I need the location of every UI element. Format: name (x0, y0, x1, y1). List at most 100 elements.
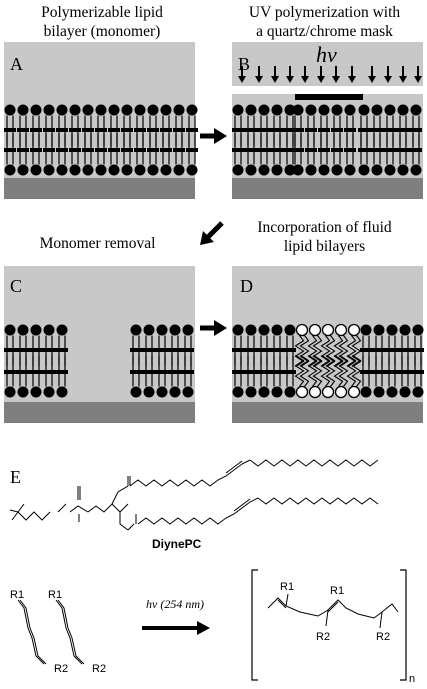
lipid-head (245, 324, 257, 336)
diyne-bar (43, 148, 55, 152)
svg-text:R1: R1 (330, 585, 344, 597)
diyne-bar (186, 148, 198, 152)
polymer-link (281, 370, 286, 374)
diyne-bar (169, 348, 181, 352)
polymer-link (268, 128, 273, 132)
lipid-head (245, 104, 257, 116)
diyne-bar (182, 348, 194, 352)
diyne-bar (56, 348, 68, 352)
lipid-head (284, 164, 296, 176)
diyne-bar (4, 148, 16, 152)
fluid-lipid-tail (294, 335, 305, 368)
lipid-head (108, 164, 120, 176)
fluid-lipid-head (321, 323, 335, 337)
panel-label-a: A (10, 54, 23, 74)
monomer-r-labels: R1 R1 R2 R2 (10, 589, 106, 675)
diyne-bar (371, 148, 383, 152)
diyne-bar (43, 370, 55, 374)
diyne-bar (371, 128, 383, 132)
lipid-head (43, 324, 55, 336)
lipid-head (130, 324, 142, 336)
diyne-bar (108, 148, 120, 152)
diyne-bar (4, 128, 16, 132)
diyne-bar (344, 128, 356, 132)
diyne-bar (331, 148, 343, 152)
diyne-bar (232, 370, 244, 374)
lipid-head (95, 104, 107, 116)
lipid-head (245, 164, 257, 176)
polymer-link (407, 148, 412, 152)
lipid-head (344, 164, 356, 176)
diyne-bar (108, 128, 120, 132)
fluid-lipid-tail (338, 335, 349, 368)
polymer-link (381, 128, 386, 132)
polymer-link (27, 370, 32, 374)
lipid-head (169, 324, 181, 336)
lipid-head (17, 386, 29, 398)
fluid-lipid-tail (299, 335, 310, 368)
reaction-arrow (142, 621, 210, 635)
lipid-head (186, 104, 198, 116)
diyne-bar (30, 348, 42, 352)
fluid-lipid-tail (333, 354, 344, 387)
polymer-link (27, 348, 32, 352)
lipid-head (271, 104, 283, 116)
lipid-head (186, 164, 198, 176)
lipid-head (410, 104, 422, 116)
polymer-link (255, 148, 260, 152)
lipid-head (82, 164, 94, 176)
diynepc-structure (9, 459, 379, 531)
lipid-head (69, 164, 81, 176)
polymer-link (396, 348, 401, 352)
diyne-bar (344, 148, 356, 152)
lipid-head (232, 104, 244, 116)
diyne-bar (56, 128, 68, 132)
lipid-head (130, 386, 142, 398)
lipid-head (284, 104, 296, 116)
polymer-link (53, 370, 58, 374)
lipid-head (56, 324, 68, 336)
polymer-link (281, 348, 286, 352)
diyne-bar (173, 148, 185, 152)
diyne-bar (245, 370, 257, 374)
lipid-head (258, 164, 270, 176)
caption-b-line2: a quartz/chrome mask (256, 23, 393, 40)
lipid-head (121, 164, 133, 176)
lipid-head (121, 104, 133, 116)
polymer-link (409, 370, 414, 374)
diyne-bar (69, 128, 81, 132)
lipid-head (182, 324, 194, 336)
caption-a-line1: Polymerizable lipid (41, 4, 163, 21)
lipid-head (271, 164, 283, 176)
lipid-head (43, 104, 55, 116)
polymer-brackets (251, 569, 407, 681)
lipid-head (43, 164, 55, 176)
diyne-bar (373, 348, 385, 352)
diyne-bar (147, 128, 159, 132)
polymer-link (153, 348, 158, 352)
reaction-condition: hν (254 nm) (146, 597, 204, 611)
diyne-bar (95, 148, 107, 152)
diyne-bar (232, 148, 244, 152)
svg-text:R2: R2 (54, 663, 68, 675)
polymer-r-labels: R1 R1 R2 R2 (280, 581, 390, 643)
diyne-bar (410, 128, 422, 132)
lipid-head (30, 104, 42, 116)
svg-text:R2: R2 (92, 663, 106, 675)
lipid-head (4, 104, 16, 116)
lipid-head (30, 164, 42, 176)
lipid-head (360, 324, 372, 336)
lipid-head (4, 386, 16, 398)
fluid-lipid-head (295, 323, 309, 337)
svg-text:R2: R2 (316, 631, 330, 643)
diyne-bar (305, 128, 317, 132)
lipid-head (95, 164, 107, 176)
polymer-link (394, 128, 399, 132)
fluid-lipid-tail (346, 335, 357, 368)
fluid-lipid-tail (307, 354, 318, 387)
diyne-bar (82, 148, 94, 152)
lipid-head (43, 386, 55, 398)
diyne-bar (284, 128, 296, 132)
diyne-bar (318, 148, 330, 152)
